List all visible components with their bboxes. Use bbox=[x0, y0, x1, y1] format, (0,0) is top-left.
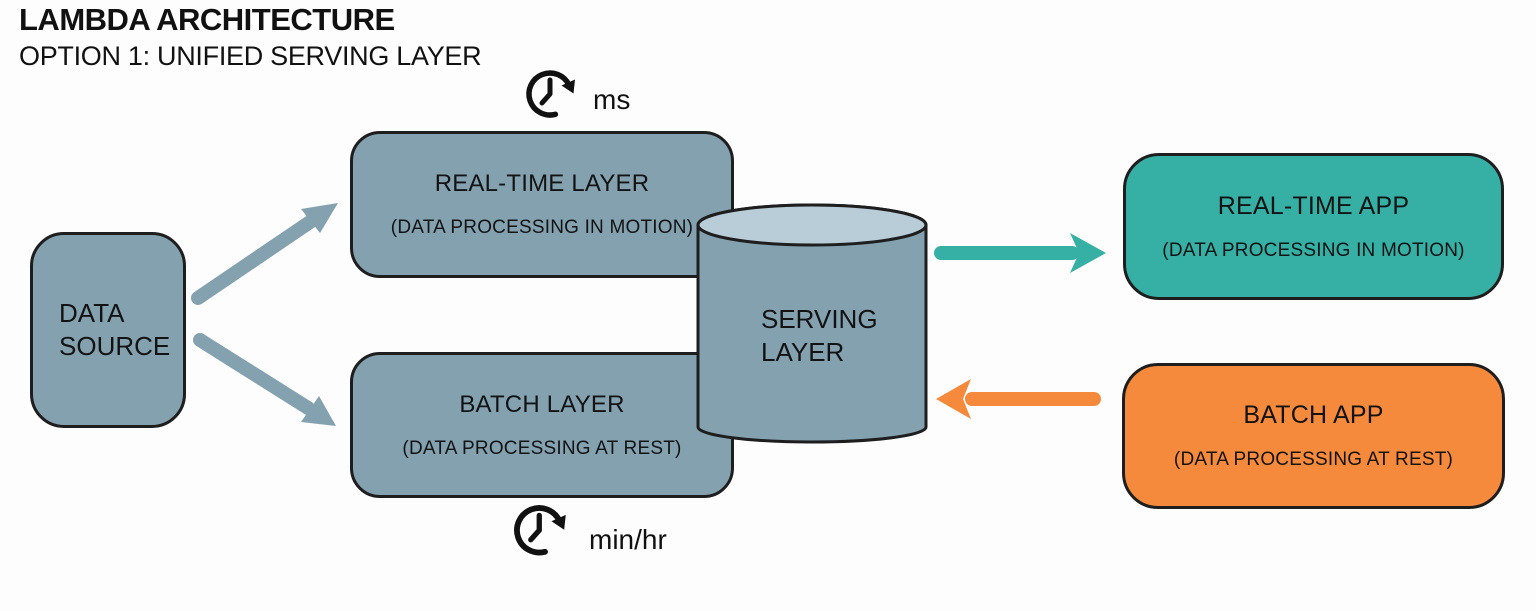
data-source-node: DATA SOURCE bbox=[30, 232, 186, 428]
serving-layer-label-line1: SERVING bbox=[761, 304, 878, 334]
batch-layer-subtitle: (DATA PROCESSING AT REST) bbox=[402, 437, 682, 459]
arrow-source-to-batch-layer-icon bbox=[193, 333, 336, 426]
page-subtitle: OPTION 1: UNIFIED SERVING LAYER bbox=[19, 41, 482, 71]
data-source-label-line1: DATA bbox=[59, 298, 125, 328]
realtime-app-title: REAL-TIME APP bbox=[1217, 191, 1410, 220]
batch-app-subtitle: (DATA PROCESSING AT REST) bbox=[1173, 449, 1454, 470]
realtime-latency-label: ms bbox=[593, 84, 631, 115]
realtime-app-subtitle: (DATA PROCESSING IN MOTION) bbox=[1162, 239, 1465, 261]
serving-layer-label: SERVING LAYER bbox=[761, 303, 878, 369]
realtime-layer-subtitle: (DATA PROCESSING IN MOTION) bbox=[390, 217, 694, 238]
realtime-layer-node: REAL-TIME LAYER (DATA PROCESSING IN MOTI… bbox=[350, 131, 734, 278]
batch-app-title: BATCH APP bbox=[1243, 401, 1384, 429]
realtime-app-node: REAL-TIME APP (DATA PROCESSING IN MOTION… bbox=[1123, 153, 1504, 300]
arrow-serving-to-realtime-app-icon bbox=[934, 233, 1106, 273]
page-title: LAMBDA ARCHITECTURE bbox=[19, 2, 395, 37]
batch-app-node: BATCH APP (DATA PROCESSING AT REST) bbox=[1122, 363, 1505, 509]
batch-latency-clock-icon bbox=[514, 505, 566, 556]
batch-layer-title: BATCH LAYER bbox=[459, 390, 625, 418]
data-source-label-line2: SOURCE bbox=[59, 331, 171, 361]
realtime-latency-clock-icon bbox=[526, 70, 575, 118]
serving-layer-cylinder bbox=[696, 203, 928, 444]
data-source-label: DATA SOURCE bbox=[33, 297, 170, 363]
serving-layer-label-line2: LAYER bbox=[761, 337, 845, 367]
realtime-layer-title: REAL-TIME LAYER bbox=[434, 170, 650, 197]
batch-latency-label: min/hr bbox=[589, 524, 667, 555]
arrow-batch-app-to-serving-icon bbox=[936, 379, 1101, 419]
arrow-source-to-realtime-layer-icon bbox=[191, 203, 338, 305]
